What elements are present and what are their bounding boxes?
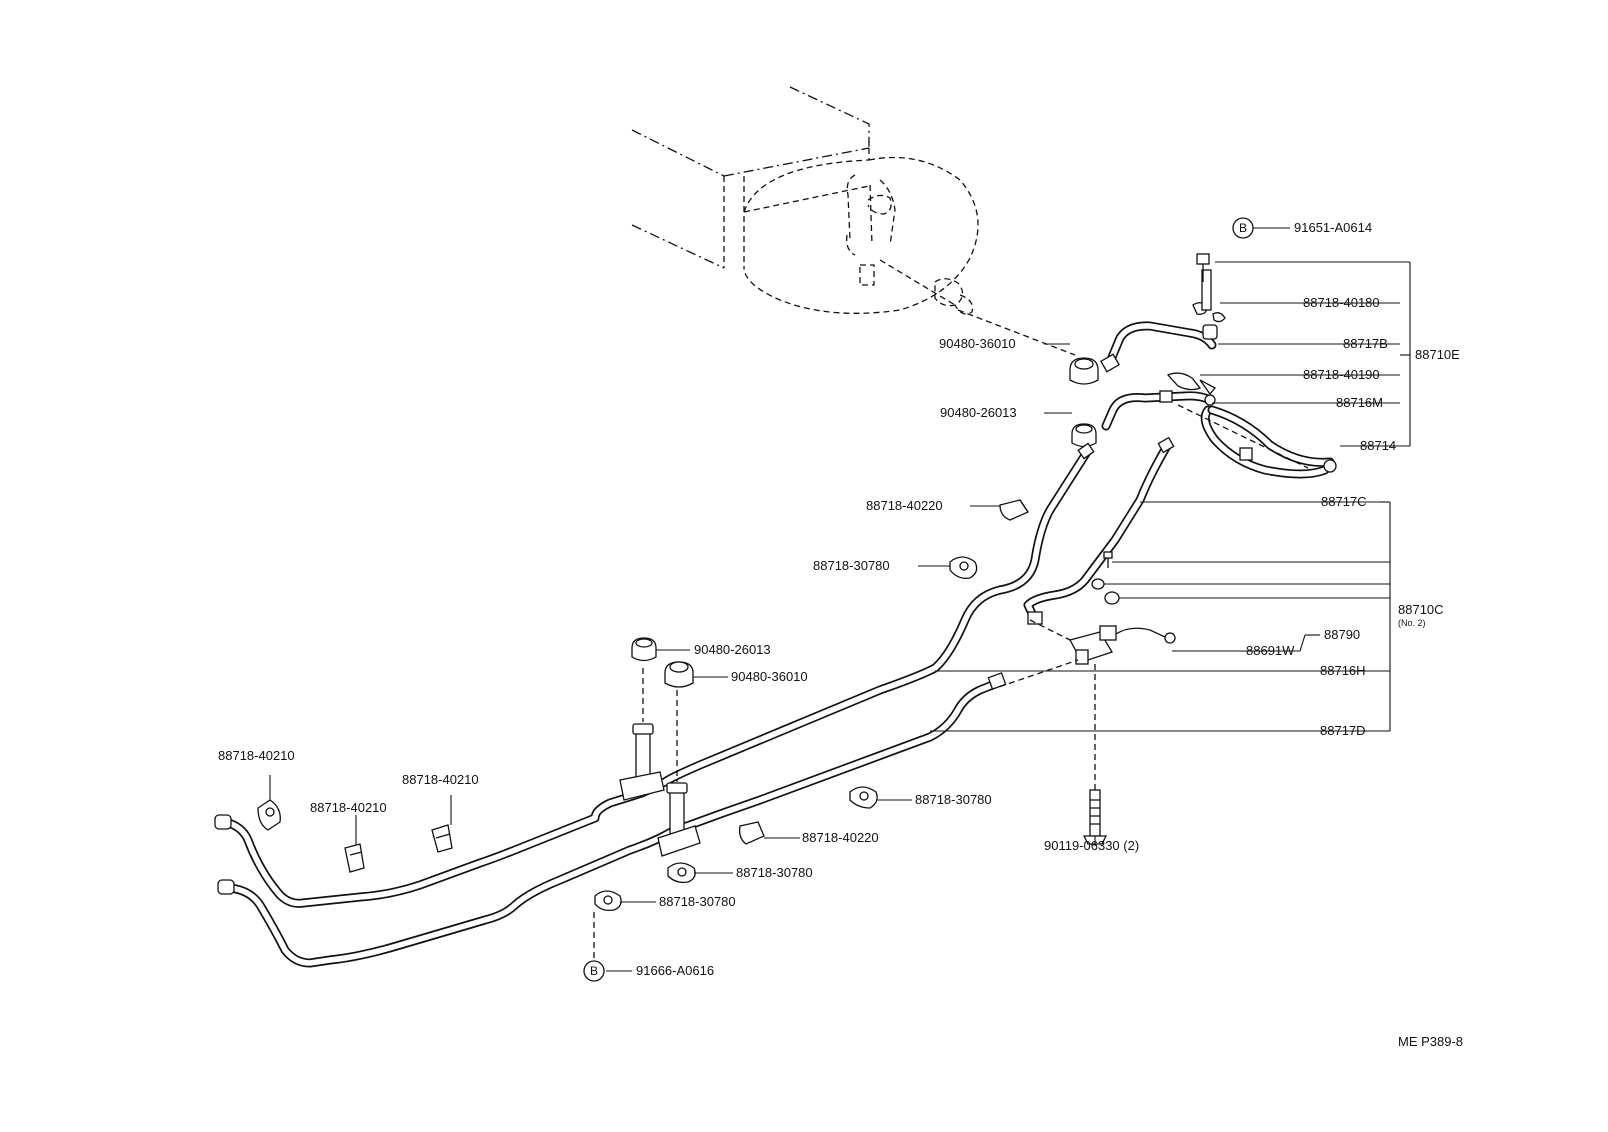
label-88718-40220-bottom: 88718-40220 <box>802 830 879 845</box>
label-88718-40210-a: 88718-40210 <box>218 748 295 763</box>
connection-dashed-2 <box>1177 404 1309 469</box>
pipe-88716h <box>214 442 1095 908</box>
label-88790: 88790 <box>1324 627 1360 642</box>
clamp-88718-40220-top <box>999 499 1029 521</box>
clamp-88718-30780-r <box>849 786 878 809</box>
label-91651-a0614: 91651-A0614 <box>1294 220 1372 235</box>
clamp-88718-30780-top <box>949 556 978 579</box>
connection-dashed-1 <box>957 309 1076 356</box>
label-90480-26013-top: 90480-26013 <box>940 405 1017 420</box>
label-88714: 88714 <box>1360 438 1396 453</box>
bolt-91651 <box>1196 253 1210 282</box>
label-88718-40220-top: 88718-40220 <box>866 498 943 513</box>
label-88710c-sub: (No. 2) <box>1398 618 1426 628</box>
label-88691w: 88691W <box>1246 643 1295 658</box>
label-90480-36010-top: 90480-36010 <box>939 336 1016 351</box>
upper-hose-88717b <box>1100 321 1218 373</box>
fuel-tank-outline <box>631 86 979 315</box>
clamp-88718-40210-a <box>257 799 281 831</box>
tee-fitting-lower <box>657 782 701 857</box>
label-88716m: 88716M <box>1336 395 1383 410</box>
label-91666-a0616: 91666-A0616 <box>636 963 714 978</box>
pipe-88717c <box>1023 436 1175 625</box>
label-88718-40190: 88718-40190 <box>1303 367 1380 382</box>
pipe-88717d <box>217 672 1007 968</box>
bolt-90119 <box>1082 789 1108 845</box>
clamp-88718-40190-part <box>1166 372 1217 396</box>
label-90480-26013-mid: 90480-26013 <box>694 642 771 657</box>
label-91666-group: B 91666-A0616 <box>583 960 714 982</box>
grommet-90480-26013-mid <box>631 637 657 662</box>
label-88717b: 88717B <box>1343 336 1388 351</box>
grommet-90480-26013-top <box>1071 423 1097 448</box>
label-88718-30780-bottom-1: 88718-30780 <box>736 865 813 880</box>
diagram-code: ME P389-8 <box>1398 1034 1463 1049</box>
clamp-88718-40180-part <box>1192 269 1226 323</box>
label-88718-30780-bottom-2: 88718-30780 <box>659 894 736 909</box>
b-marker-top: B <box>1239 221 1247 235</box>
label-88717c: 88717C <box>1321 494 1367 509</box>
label-88718-30780-right: 88718-30780 <box>915 792 992 807</box>
washer-small-2 <box>1104 591 1120 605</box>
label-90119-06330: 90119-06330 (2) <box>1044 838 1139 853</box>
label-88718-40210-c: 88718-40210 <box>402 772 479 787</box>
bolt-small <box>1103 551 1113 568</box>
clamp-88718-30780-b1 <box>667 862 696 884</box>
label-88718-40210-b: 88718-40210 <box>310 800 387 815</box>
clamp-88718-30780-b2 <box>594 890 622 912</box>
label-88716h: 88716H <box>1320 663 1366 678</box>
clamp-88718-40220-b <box>738 821 765 845</box>
label-91651-group: B 91651-A0614 <box>1232 217 1372 239</box>
tee-fitting-upper <box>619 723 665 801</box>
clamp-88718-40210-b <box>344 843 365 873</box>
grommet-90480-36010-top <box>1069 357 1099 385</box>
label-88717d: 88717D <box>1320 723 1366 738</box>
grommet-90480-36010-mid <box>664 661 694 688</box>
washer-small-1 <box>1091 578 1105 590</box>
connector-88790 <box>989 619 1176 790</box>
hose-88714 <box>1200 405 1337 479</box>
label-88718-40180: 88718-40180 <box>1303 295 1380 310</box>
label-88710e: 88710E <box>1415 347 1460 362</box>
b-marker-bottom: B <box>590 964 598 978</box>
label-90480-36010-mid: 90480-36010 <box>731 669 808 684</box>
upper-hose-88716m <box>1101 390 1216 431</box>
leader-lines <box>269 227 1411 972</box>
clamp-88718-40210-c <box>431 824 453 853</box>
label-88718-30780-top: 88718-30780 <box>813 558 890 573</box>
label-88710c: 88710C <box>1398 602 1444 617</box>
